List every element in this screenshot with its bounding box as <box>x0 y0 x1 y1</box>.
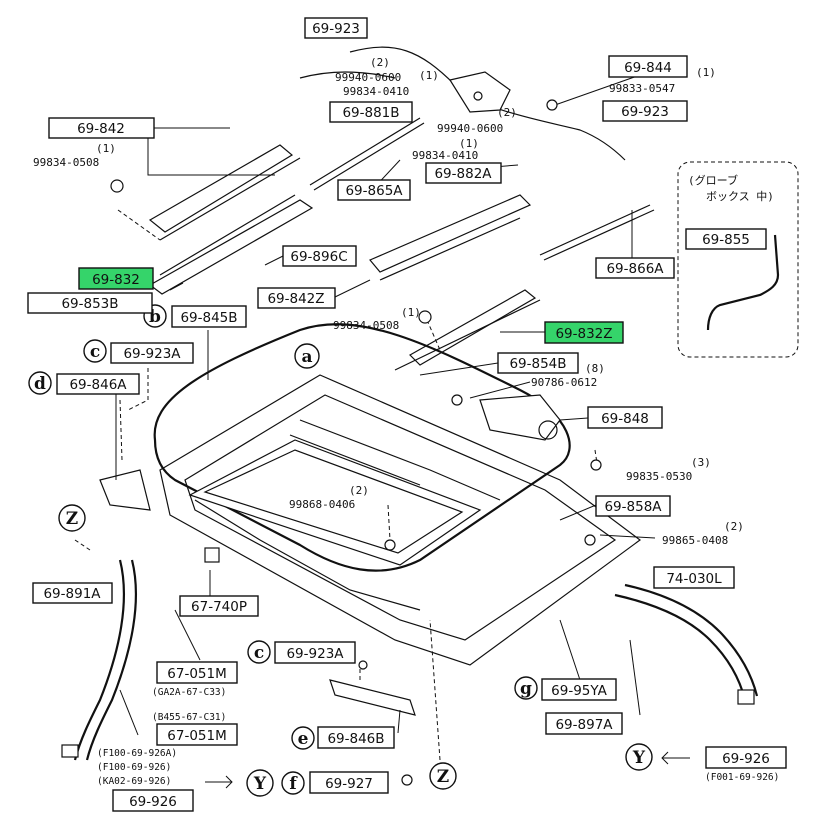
part-69-853b: 69-853B <box>61 296 118 312</box>
part-69-923-right: 69-923 <box>621 104 669 120</box>
callout-c1: c <box>90 342 100 362</box>
part-69-858a: 69-858A <box>604 499 662 515</box>
part-67-051m-lower: 67-051M <box>167 728 226 744</box>
note-ga2a: (GA2A-67-C33) <box>152 687 226 698</box>
part-69-923a-c: 69-923A <box>123 346 181 362</box>
fastener-99940-0600-b: 99940-0600 <box>437 122 503 135</box>
callout-y2: Y <box>632 748 646 768</box>
fastener-99833-0547: 99833-0547 <box>609 82 675 95</box>
qty-2: (1) <box>419 69 439 82</box>
fastener-99834-0508: 99834-0508 <box>33 156 99 169</box>
callout-e: e <box>298 729 309 749</box>
fastener-99834-0410: 99834-0410 <box>343 85 409 98</box>
note-f100a: (F100-69-926A) <box>97 748 177 759</box>
callout-g: g <box>520 679 532 699</box>
fastener-99834-0410-b: 99834-0410 <box>412 149 478 162</box>
qty-5: (1) <box>459 137 479 150</box>
line-art <box>61 46 799 789</box>
part-69-832-highlighted: 69-832 <box>92 272 140 288</box>
part-69-923a-lower: 69-923A <box>286 646 344 662</box>
note-glovebox-1: (グローブ <box>688 173 738 187</box>
part-69-848: 69-848 <box>601 411 649 427</box>
part-69-842: 69-842 <box>77 121 125 137</box>
part-69-95ya: 69-95YA <box>551 683 607 699</box>
callout-z1: Z <box>66 509 78 529</box>
qty-9: (3) <box>691 456 711 469</box>
part-69-846b: 69-846B <box>327 731 384 747</box>
note-b455: (B455-67-C31) <box>152 712 226 723</box>
part-69-855: 69-855 <box>702 232 750 248</box>
part-69-891a: 69-891A <box>43 586 101 602</box>
part-69-926-right: 69-926 <box>722 751 770 767</box>
part-69-846a: 69-846A <box>69 377 127 393</box>
fastener-99868-0406: 99868-0406 <box>289 498 355 511</box>
part-69-927: 69-927 <box>325 776 373 792</box>
callout-f: f <box>289 774 298 794</box>
part-69-866a: 69-866A <box>606 261 664 277</box>
qty-11: (2) <box>724 520 744 533</box>
part-69-881b: 69-881B <box>342 105 399 121</box>
callout-circles: a b c d Z c g e Y f Z Y <box>28 304 653 797</box>
part-69-845b: 69-845B <box>180 310 237 326</box>
part-69-923-top: 69-923 <box>312 21 360 37</box>
qty-6: (1) <box>96 142 116 155</box>
part-69-842z: 69-842Z <box>267 291 324 307</box>
part-69-882a: 69-882A <box>434 166 492 182</box>
part-69-832z-highlighted: 69-832Z <box>555 326 612 342</box>
note-f001: (F001-69-926) <box>705 772 779 783</box>
part-74-030l: 74-030L <box>666 571 722 587</box>
part-67-740p: 67-740P <box>191 599 247 615</box>
fastener-99865-0408: 99865-0408 <box>662 534 728 547</box>
part-69-926-left: 69-926 <box>129 794 177 810</box>
part-69-865a: 69-865A <box>345 183 403 199</box>
qty-7: (1) <box>401 306 421 319</box>
qty-3: (1) <box>696 66 716 79</box>
fastener-90786-0612: 90786-0612 <box>531 376 597 389</box>
part-labels: 69-923 69-844 69-923 69-842 69-881B 69-8… <box>27 17 787 812</box>
fastener-labels: 99940-0600 99834-0410 99833-0547 99940-0… <box>33 71 728 547</box>
fastener-99940-0600: 99940-0600 <box>335 71 401 84</box>
part-69-854b: 69-854B <box>509 356 566 372</box>
fastener-99835-0530: 99835-0530 <box>626 470 692 483</box>
qty-8: (8) <box>585 362 605 375</box>
part-67-051m-upper: 67-051M <box>167 666 226 682</box>
qty-4: (2) <box>497 106 517 119</box>
callout-z2: Z <box>437 767 449 787</box>
callout-d: d <box>34 374 46 394</box>
fastener-99834-0508-b: 99834-0508 <box>333 319 399 332</box>
note-f100b: (F100-69-926) <box>97 762 171 773</box>
part-69-897a: 69-897A <box>555 717 613 733</box>
quantity-labels: (2) (1) (1) (2) (1) (1) (1) (8) (3) (2) … <box>96 56 744 533</box>
qty-1: (2) <box>370 56 390 69</box>
qty-10: (2) <box>349 484 369 497</box>
callout-c2: c <box>254 643 264 663</box>
note-glovebox-2: ボックス 中) <box>706 190 774 203</box>
callout-y1: Y <box>253 774 267 794</box>
part-69-896c: 69-896C <box>290 249 347 265</box>
callout-a: a <box>301 347 312 367</box>
note-ka02: (KA02-69-926) <box>97 776 171 787</box>
part-69-844: 69-844 <box>624 60 672 76</box>
notes: (グローブ ボックス 中) (GA2A-67-C33) (B455-67-C31… <box>97 173 779 787</box>
